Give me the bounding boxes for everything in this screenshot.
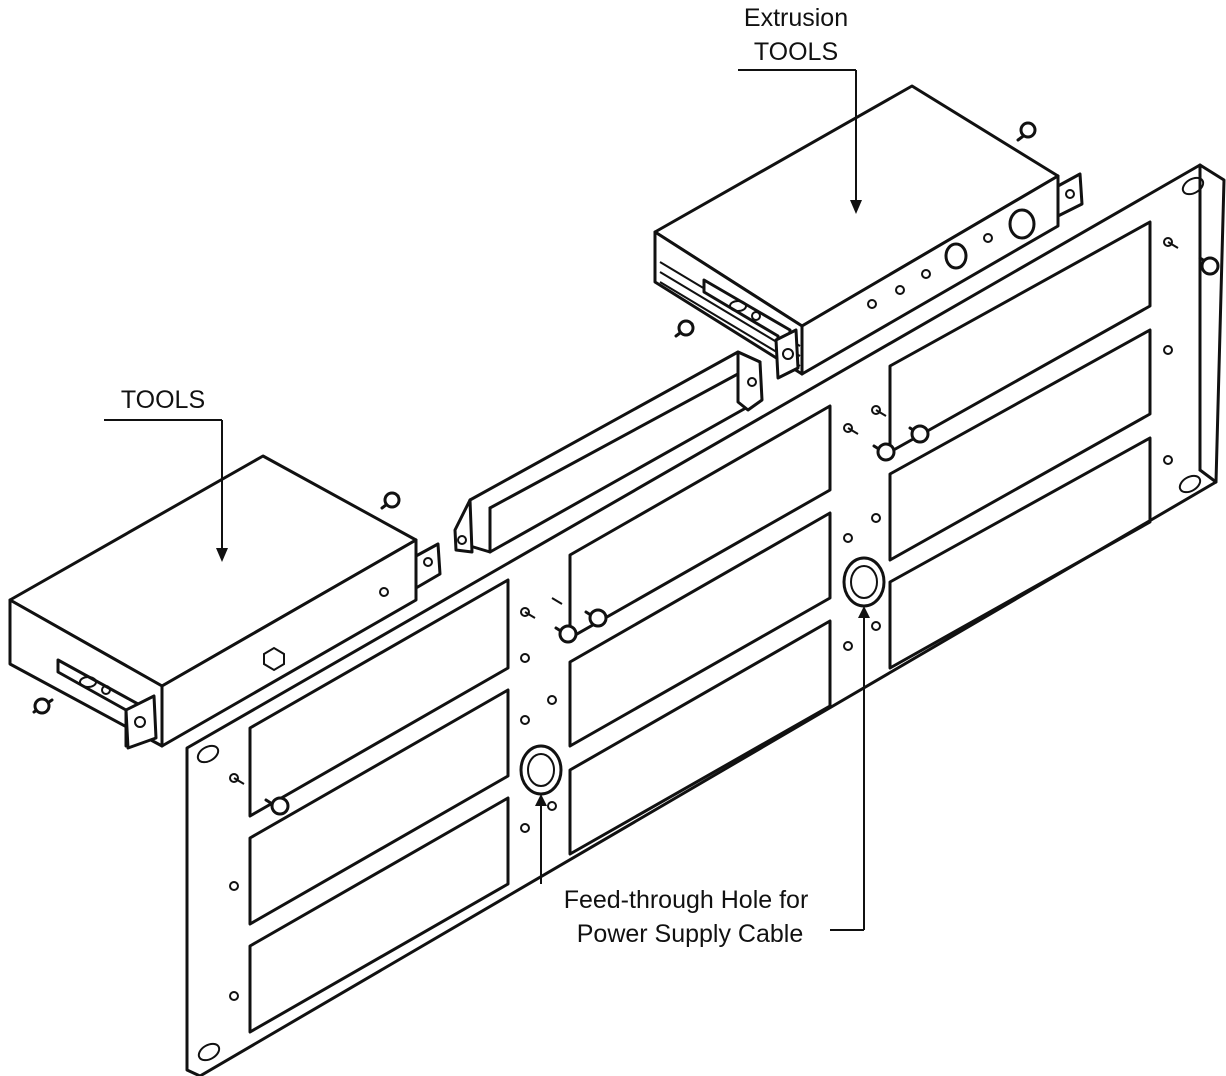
blank-plate: [453, 350, 764, 554]
screw: [584, 608, 608, 628]
screw: [1198, 256, 1220, 276]
screw: [872, 442, 896, 462]
extrusion-label-line1: Extrusion: [744, 4, 848, 32]
tools-device: [8, 454, 442, 750]
panel-holes: [229, 237, 1173, 1001]
extrusion-label-line2: TOOLS: [754, 38, 838, 66]
screw: [908, 424, 930, 444]
mounting-slot: [1178, 474, 1202, 494]
mounting-slot: [196, 744, 220, 764]
feed-through-label-line1: Feed-through Hole for: [564, 886, 809, 914]
screw: [264, 796, 290, 816]
label-leaders: [104, 69, 870, 931]
screw: [674, 319, 695, 338]
screw: [1016, 121, 1037, 142]
screw: [380, 491, 401, 510]
mounting-slot: [1181, 176, 1205, 196]
screw: [554, 624, 578, 644]
screws: [32, 121, 1220, 816]
mounting-slot: [197, 1042, 221, 1062]
screw: [32, 697, 54, 715]
panel-cutouts: [248, 220, 1152, 1034]
rack-panel: [185, 163, 1226, 1076]
tools-label: TOOLS: [121, 386, 205, 414]
feed-through-label-line2: Power Supply Cable: [577, 920, 804, 948]
